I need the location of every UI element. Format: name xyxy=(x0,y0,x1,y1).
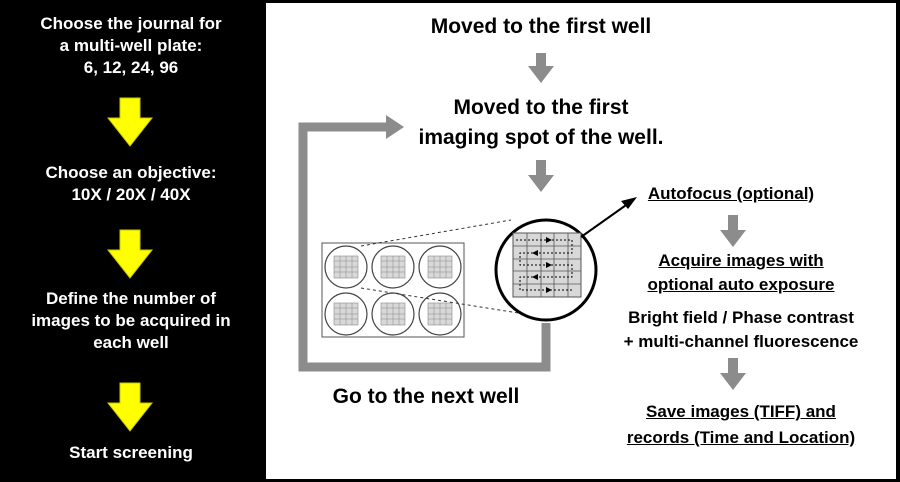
gray-down-arrow-4 xyxy=(720,358,746,390)
pointer-arrow-head xyxy=(621,197,637,209)
save-line-2: records (Time and Location) xyxy=(626,428,856,447)
step-choose-objective: Choose an objective: 10X / 20X / 40X xyxy=(45,163,217,204)
gray-down-arrow-2 xyxy=(528,160,554,192)
magnified-well xyxy=(494,218,598,322)
modes-line-2: + multi-channel fluorescence xyxy=(623,332,859,351)
step-start-screening: Start screening xyxy=(69,443,193,462)
gray-down-arrow-3 xyxy=(720,215,746,247)
save-line-1: Save images (TIFF) and xyxy=(646,402,836,421)
acquire-step: Acquire images with optional auto exposu… xyxy=(647,251,835,294)
pointer-arrow xyxy=(580,202,630,238)
screening-diagram: Moved to the first well Moved to the fir… xyxy=(266,3,896,479)
multi-well-plate xyxy=(321,242,465,338)
moved-first-spot: Moved to the first imaging spot of the w… xyxy=(418,96,664,149)
step-choose-journal: Choose the journal for a multi-well plat… xyxy=(40,14,222,77)
yellow-down-arrow-3 xyxy=(106,382,154,432)
moved-first-well: Moved to the first well xyxy=(430,15,652,38)
loop-back-arrow xyxy=(298,122,551,372)
loop-arrow-head xyxy=(386,115,404,139)
gray-down-arrow-1 xyxy=(528,53,554,83)
yellow-down-arrow-2 xyxy=(106,229,154,279)
autofocus-step: Autofocus (optional) xyxy=(647,184,815,203)
diagram-graphics xyxy=(298,53,746,390)
zoom-lines xyxy=(360,219,532,316)
yellow-down-arrow-1 xyxy=(106,97,154,147)
modes-line-1: Bright field / Phase contrast xyxy=(628,308,854,327)
go-next-well: Go to the next well xyxy=(332,385,520,408)
step-define-images: Define the number of images to be acquir… xyxy=(31,289,231,352)
